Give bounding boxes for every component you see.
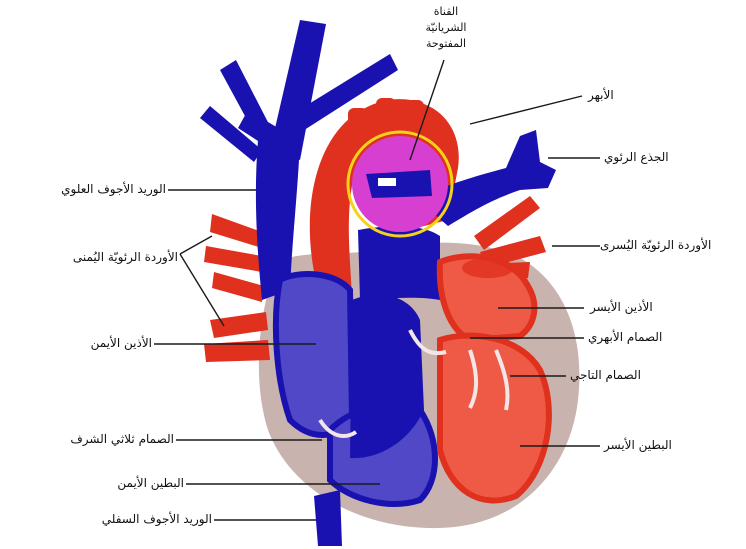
label-right-pulmonary-veins: الأوردة الرئويّة اليُمنى [2,250,178,264]
label-aorta: الأبهر [588,88,648,102]
label-tricuspid-valve: الصمام ثلاثي الشرف [22,432,174,446]
label-inferior-vena-cava: الوريد الأجوف السفلي [44,512,212,526]
label-left-pulmonary-veins: الأوردة الرئويّة اليُسرى [600,238,744,252]
left-atrium-top [462,258,514,278]
label-aortic-valve: الصمام الأبهري [588,330,698,344]
label-right-ventricle: البطين الأيمن [76,476,184,490]
inferior-vena-cava [314,490,342,546]
label-ductus-arteriosus: القناة الشريانيّة المفتوحة [408,4,484,52]
right-atrium-chamber [276,274,352,435]
left-ventricle-chamber [440,336,549,501]
duct-gap [378,178,396,186]
label-right-atrium: الأذين الأيمن [44,336,152,350]
duct-vessel [366,170,432,198]
label-superior-vena-cava: الوريد الأجوف العلوي [6,182,166,196]
label-left-atrium: الأذين الأيسر [590,300,690,314]
label-pulmonary-trunk: الجذع الرئوي [604,150,714,164]
label-left-ventricle: البطين الأيسر [604,438,714,452]
label-mitral-valve: الصمام التاجي [570,368,680,382]
